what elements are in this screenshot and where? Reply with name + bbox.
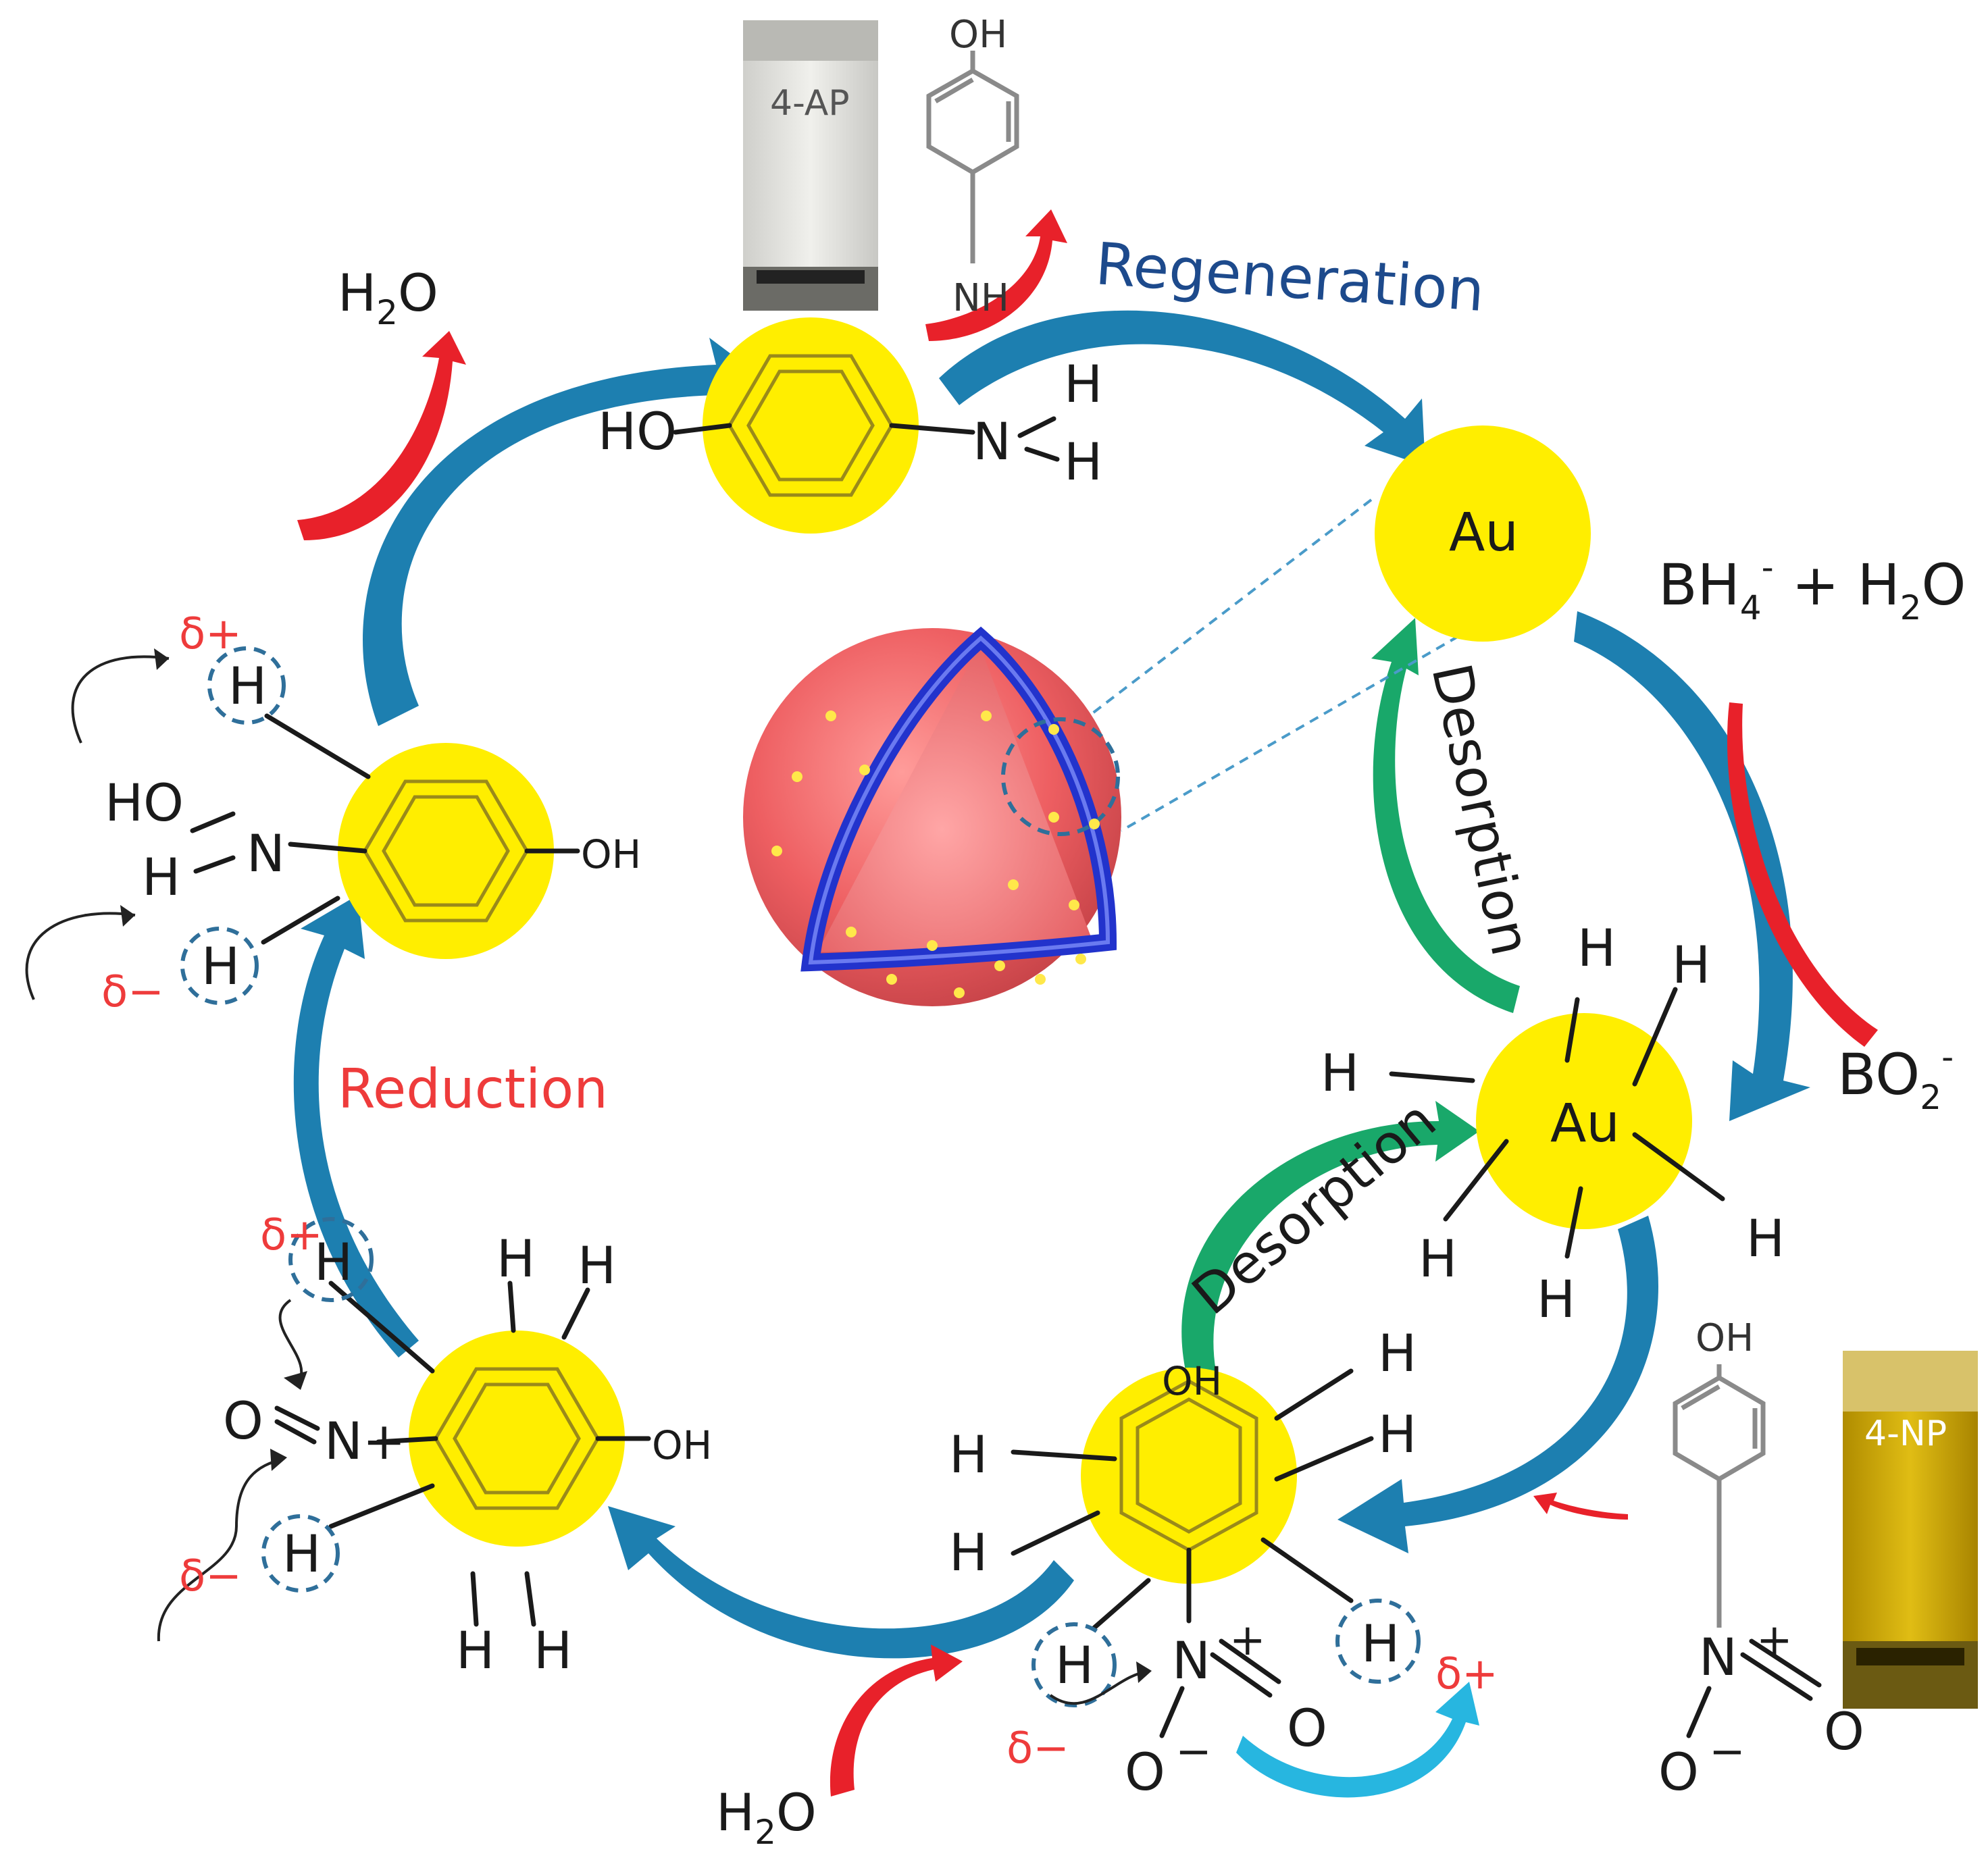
red-arrow-bo2	[1727, 702, 1878, 1047]
red-arrow-nh-top	[925, 209, 1067, 341]
h-np-left-1: H	[949, 1424, 988, 1484]
arrow-au-to-np	[1337, 1216, 1658, 1553]
node-hydroxylamine	[338, 743, 554, 959]
minus-bottom-structure: −	[1709, 1727, 1745, 1777]
delta-plus-2: δ+	[260, 1210, 323, 1260]
h-np-left-2: H	[949, 1522, 988, 1582]
h-nitroso-top-2: H	[578, 1235, 616, 1295]
oh-nitroso: OH	[652, 1422, 712, 1468]
arrow-left-to-top	[363, 338, 763, 726]
o-nitroso: O	[223, 1391, 263, 1451]
au-right-label: Au	[1550, 1093, 1620, 1154]
ho-4ap: HO	[598, 401, 677, 461]
bonds	[190, 416, 1725, 1738]
vial-4np	[1843, 1351, 1978, 1709]
h-au-2: H	[1577, 918, 1616, 978]
n-4ap: N	[973, 411, 1011, 471]
arrow-np-to-nitroso	[608, 1506, 1074, 1659]
h-hydroxylamine: H	[142, 847, 180, 907]
water-top-label: H2O	[338, 263, 438, 332]
node-au-top	[1375, 425, 1591, 642]
h-nitroso-bottom-1: H	[456, 1620, 494, 1680]
h-np-right-1: H	[1378, 1323, 1417, 1383]
h-au-3: H	[1672, 935, 1710, 995]
n-np: N	[1172, 1630, 1210, 1690]
h-nitroso-top-1: H	[496, 1229, 535, 1289]
core-shell-sphere	[743, 626, 1121, 1006]
bo2-label: BO2-	[1837, 1037, 1954, 1117]
oh-top-structure: OH	[949, 13, 1007, 57]
desorption-arrow-upper	[1371, 618, 1520, 1013]
o-minus-bottom-structure: O	[1658, 1742, 1699, 1802]
plus-np: +	[1229, 1615, 1266, 1665]
dashed-circles	[180, 646, 1421, 1707]
node-4ap	[703, 317, 919, 534]
oh-nitrophenol: OH	[1162, 1358, 1222, 1404]
delta-plus-1: δ+	[179, 609, 242, 659]
bh4-label: BH4- + H2O	[1658, 548, 1966, 627]
cyan-arrow	[1236, 1682, 1479, 1798]
node-au-right	[1476, 1013, 1692, 1229]
oh-bottom-structure: OH	[1696, 1316, 1754, 1360]
o-bottom-structure: O	[1824, 1701, 1864, 1761]
plus-bottom-structure: +	[1756, 1615, 1793, 1665]
delta-plus-3: δ+	[1435, 1649, 1498, 1699]
vial-4ap	[743, 20, 878, 311]
delta-minus-3: δ−	[1006, 1724, 1069, 1774]
au-top-label: Au	[1449, 502, 1519, 563]
delta-minus-2: δ−	[179, 1551, 242, 1601]
arrow-nitroso-to-left	[293, 895, 419, 1357]
n-hydroxylamine: N	[247, 823, 285, 883]
h-4ap-2: H	[1064, 432, 1102, 492]
desorption-bottom-label: Desorption	[1180, 1089, 1448, 1327]
top-4ap-structure	[926, 51, 1019, 263]
h-hydroxylamine-bottom: H	[201, 936, 240, 996]
o-np: O	[1287, 1698, 1327, 1758]
green-desorption-arrows	[1181, 618, 1520, 1385]
reduction-label: Reduction	[338, 1058, 608, 1120]
vial-4np-label: 4-NP	[1864, 1414, 1947, 1454]
h-hydroxylamine-top: H	[228, 656, 267, 716]
nh-top-structure: NH	[952, 276, 1009, 320]
connection-lines	[1052, 498, 1473, 832]
nplus-nitroso: N+	[324, 1411, 406, 1471]
h-np-dashed-left: H	[1055, 1635, 1094, 1695]
oh-hydroxylamine: OH	[581, 831, 641, 877]
n-bottom-structure: N	[1699, 1627, 1737, 1687]
yellow-nodes	[338, 317, 1692, 1584]
h-np-dashed-right: H	[1361, 1613, 1400, 1674]
delta-minus-1: δ−	[101, 967, 164, 1017]
water-bottom-label: H2O	[716, 1782, 817, 1852]
node-nitroso	[409, 1330, 625, 1547]
regeneration-label: Regeneration	[1094, 230, 1487, 325]
h-4ap-1: H	[1064, 354, 1102, 414]
node-nitrophenol	[1081, 1368, 1297, 1584]
ho-hydroxylamine: HO	[105, 773, 184, 833]
red-arrows	[297, 209, 1878, 1796]
red-arrow-water-bottom	[830, 1645, 963, 1796]
red-arrow-water-top	[297, 331, 466, 540]
h-au-4: H	[1746, 1208, 1785, 1268]
h-au-6: H	[1537, 1269, 1575, 1329]
h-nitroso-dashed-bottom: H	[282, 1524, 321, 1584]
electron-arrows	[25, 648, 1152, 1705]
arrow-regeneration	[939, 310, 1425, 466]
h-au-1: H	[1321, 1043, 1359, 1103]
bottom-4np-structure	[1673, 1364, 1822, 1738]
minus-np: −	[1175, 1727, 1212, 1777]
h-au-5: H	[1419, 1229, 1457, 1289]
desorption-top-label: Desorption	[1419, 658, 1542, 961]
red-arrow-small	[1533, 1493, 1628, 1520]
h-np-right-2: H	[1378, 1404, 1417, 1464]
h-nitroso-bottom-2: H	[534, 1620, 572, 1680]
h-nitroso-dashed: H	[314, 1232, 353, 1292]
o-minus-np: O	[1125, 1742, 1165, 1802]
desorption-arrow-lower	[1181, 1101, 1479, 1385]
labels: Regeneration Reduction Desorption Desorp…	[101, 13, 1966, 1852]
vial-4ap-label: 4-AP	[770, 83, 850, 124]
